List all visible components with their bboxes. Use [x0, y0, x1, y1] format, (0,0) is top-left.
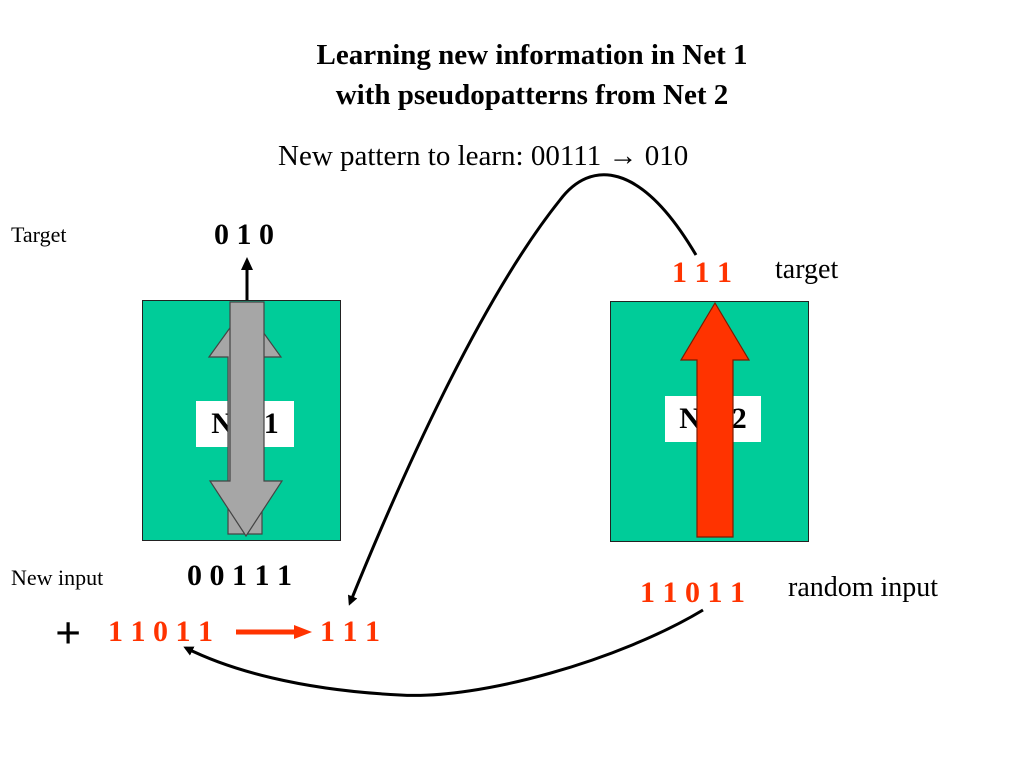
net2-target-value: 1 1 1 [672, 256, 732, 289]
net1-target-caption: Target [11, 222, 67, 247]
curve-net2-target-to-net1 [348, 173, 698, 606]
subtitle-suffix: 010 [644, 140, 689, 172]
subtitle: New pattern to learn: 00111 → 010 [278, 140, 688, 173]
title-line-2: with pseudopatterns from Net 2 [335, 79, 729, 111]
net1-gray-double-arrow [207, 301, 284, 538]
net2-red-up-arrow [679, 301, 751, 538]
title-line-1: Learning new information in Net 1 [316, 39, 748, 71]
net1-input-caption: New input [11, 565, 104, 590]
plus-sign: + [55, 607, 82, 658]
net1-output-arrow [241, 257, 253, 300]
subtitle-arrow-icon: → [608, 140, 638, 172]
pseudo-pair-red-arrow [236, 625, 312, 639]
net1-pseudo-target: 1 1 1 [320, 615, 380, 648]
net1-pseudo-input: 1 1 0 1 1 [108, 615, 213, 648]
net1-target-value: 0 1 0 [214, 218, 274, 251]
curve-net2-input-to-net1 [183, 608, 704, 697]
net2-input-caption: random input [788, 572, 939, 603]
net2-target-caption: target [775, 254, 839, 285]
net2-input-value: 1 1 0 1 1 [640, 576, 745, 609]
net1-input-value: 0 0 1 1 1 [187, 559, 292, 592]
subtitle-prefix: New pattern to learn: 00111 [278, 140, 602, 172]
